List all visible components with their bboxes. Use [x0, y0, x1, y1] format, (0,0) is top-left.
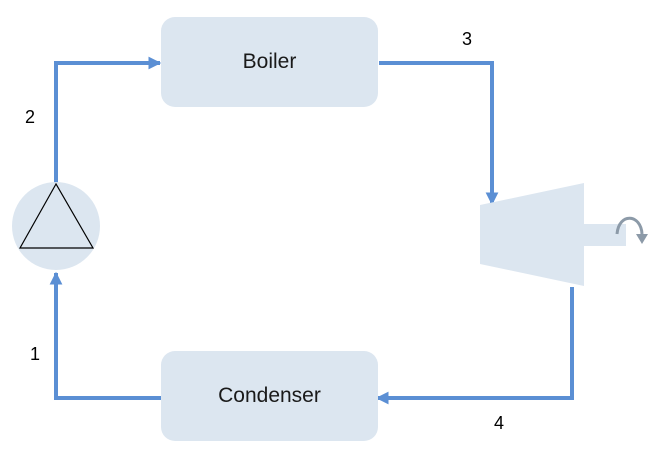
flow-line-boiler-to-turbine [379, 61, 499, 206]
flow-line-pump-to-boiler [54, 56, 162, 185]
state-point-1-label: 1 [30, 344, 41, 364]
state-point-3-label: 3 [462, 29, 473, 49]
flow-line-turbine-to-condenser [375, 287, 574, 405]
rotation-arrow-icon [615, 216, 648, 244]
state-point-4-label: 4 [494, 413, 505, 433]
condenser-label: Condenser [218, 384, 321, 407]
turbine-icon [480, 183, 626, 286]
state-point-2-label: 2 [25, 107, 36, 127]
pump-icon [12, 182, 100, 270]
boiler-box: Boiler [161, 17, 378, 107]
flow-line-condenser-to-pump [49, 271, 161, 400]
boiler-label: Boiler [242, 50, 297, 73]
condenser-box: Condenser [161, 351, 378, 441]
